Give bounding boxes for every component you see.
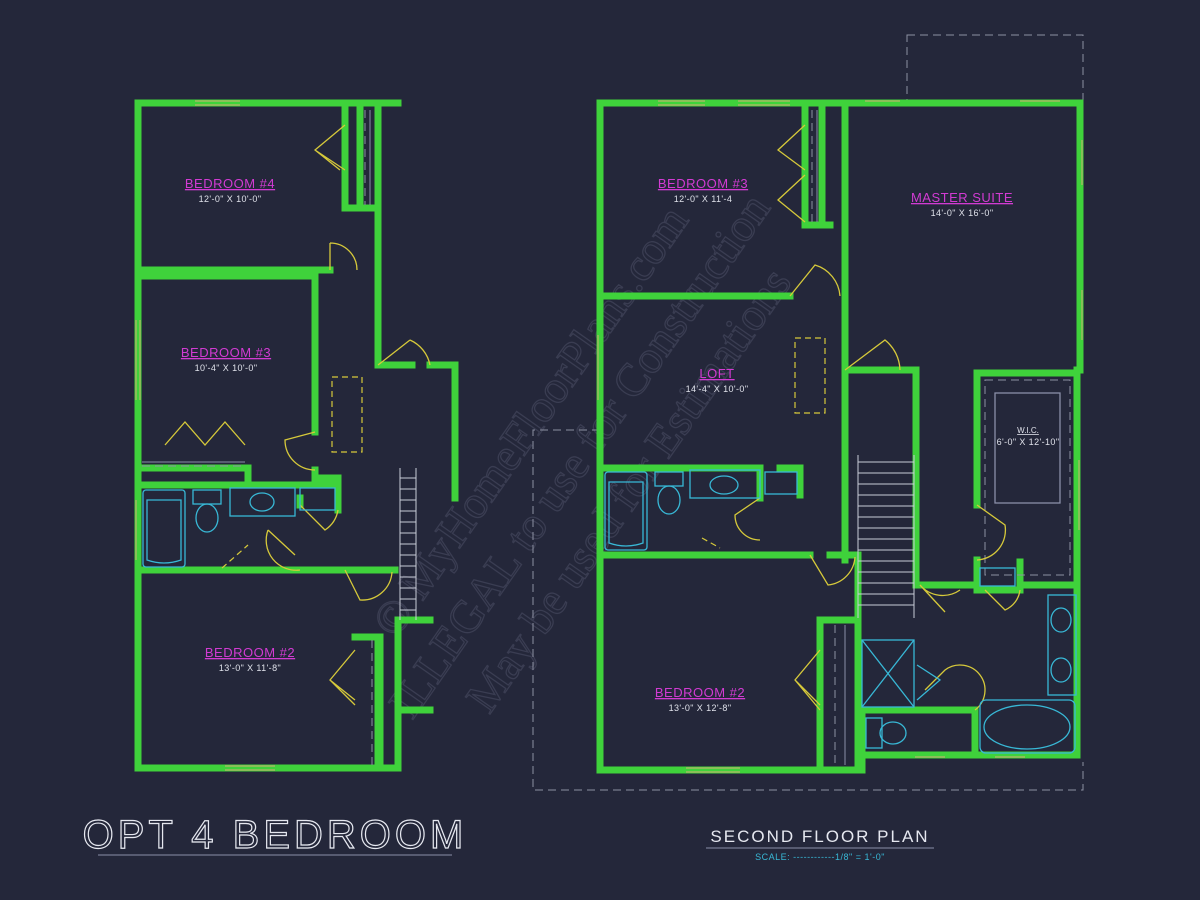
scale-note: SCALE: ------------1/8" = 1'-0" (755, 852, 885, 862)
room-dims-bedroom-3: 12'-0" X 11'-4 (674, 194, 733, 204)
room-dims-bedroom-2: 13'-0" X 12'-8" (669, 703, 732, 713)
left-plan-doors (221, 242, 431, 601)
left-plan-title: OPT 4 BEDROOM (83, 813, 468, 857)
room-label-bedroom-2-left: BEDROOM #2 (205, 645, 295, 660)
left-plan-closets (142, 110, 373, 765)
watermark-line-2: ILLEGAL to use for Construction (378, 184, 779, 727)
right-plan-windows (597, 100, 1083, 773)
right-plan-exterior-walls (596, 99, 1084, 774)
left-plan-stairs (399, 468, 417, 620)
room-dims-bedroom-2-left: 13'-0" X 11'-8" (219, 663, 281, 673)
room-label-master-suite: MASTER SUITE (911, 190, 1013, 205)
room-dims-loft: 14'-4" X 10'-0" (686, 384, 749, 394)
room-dims-master-suite: 14'-0" X 16'-0" (931, 208, 994, 218)
room-label-bedroom-3-left: BEDROOM #3 (181, 345, 271, 360)
right-plan-title: SECOND FLOOR PLAN (710, 827, 929, 846)
right-plan-doors (701, 264, 1021, 711)
room-label-loft: LOFT (699, 366, 734, 381)
left-plan-windows (135, 100, 275, 771)
roof-outline-top (906, 34, 1084, 104)
left-plan: BEDROOM #4 12'-0" X 10'-0" BEDROOM #3 10… (82, 99, 468, 858)
right-plan-stairs (857, 455, 915, 618)
room-label-bedroom-4: BEDROOM #4 (185, 176, 275, 191)
room-label-bedroom-3: BEDROOM #3 (658, 176, 748, 191)
right-plan: BEDROOM #3 12'-0" X 11'-4 MASTER SUITE 1… (532, 34, 1084, 862)
room-label-wic: W.I.C. (1017, 426, 1039, 435)
roof-outline-left (532, 429, 1084, 791)
room-dims-bedroom-3-left: 10'-4" X 10'-0" (195, 363, 258, 373)
room-label-bedroom-2: BEDROOM #2 (655, 685, 745, 700)
watermark: © MyHomeFloorPlans.com ILLEGAL to use fo… (361, 183, 801, 727)
left-plan-bath-fixtures (142, 487, 336, 568)
room-dims-bedroom-4: 12'-0" X 10'-0" (199, 194, 262, 204)
right-plan-closets (776, 110, 1071, 765)
room-dims-wic: 6'-0" X 12'-10" (997, 437, 1060, 447)
right-plan-bath-fixtures (604, 469, 1077, 754)
